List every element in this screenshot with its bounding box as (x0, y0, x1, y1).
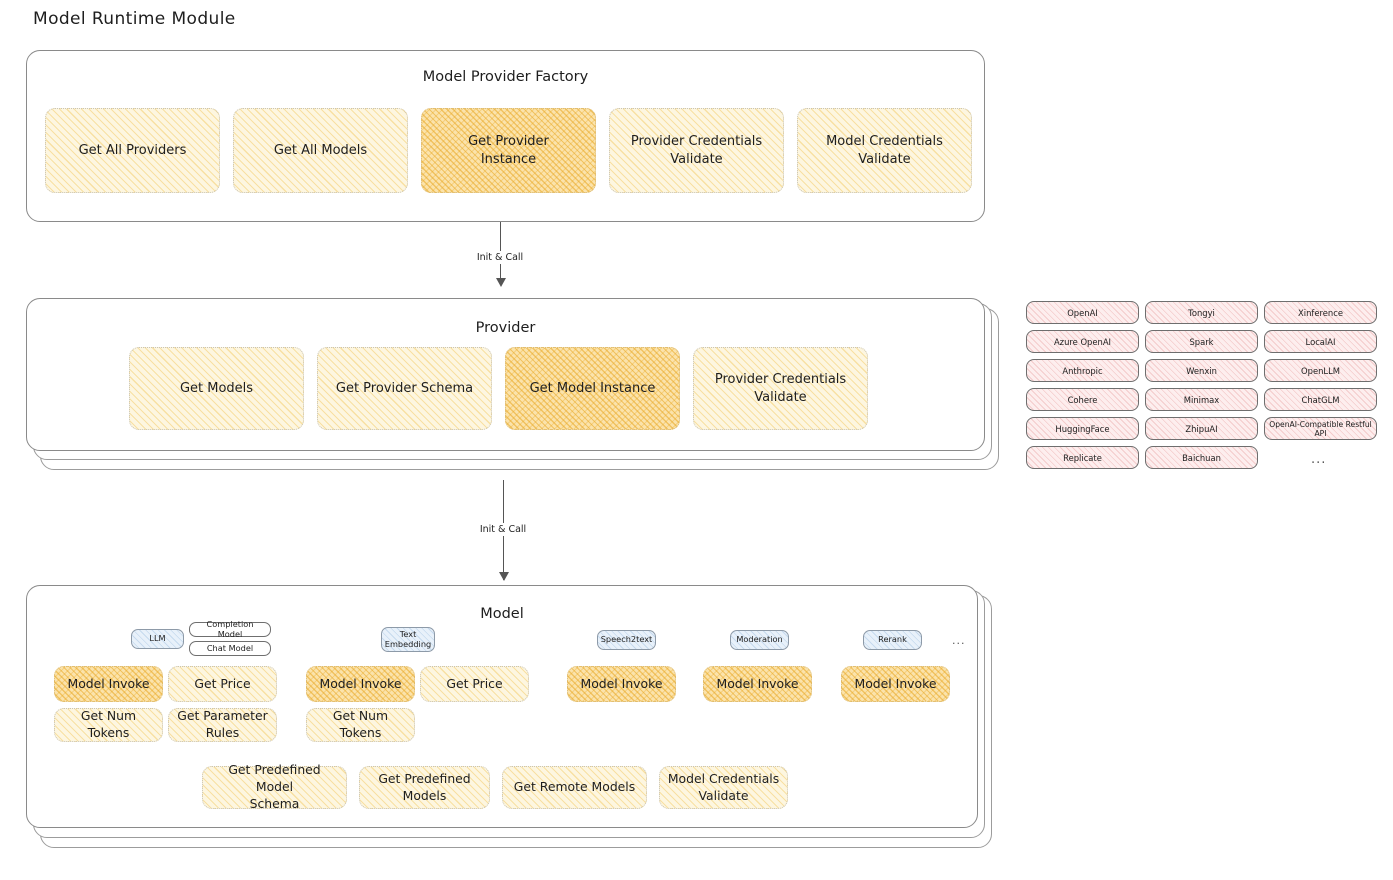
node-moderation-model-invoke[interactable]: Model Invoke (703, 666, 812, 702)
chip-replicate[interactable]: Replicate (1026, 446, 1139, 469)
badge-rerank[interactable]: Rerank (863, 630, 922, 650)
badge-llm[interactable]: LLM (131, 629, 184, 649)
arrow-factory-to-provider-head (495, 278, 506, 287)
chip-localai[interactable]: LocalAI (1264, 330, 1377, 353)
node-speech2text-model-invoke[interactable]: Model Invoke (567, 666, 676, 702)
chip-azure-openai[interactable]: Azure OpenAI (1026, 330, 1139, 353)
badge-chat-model[interactable]: Chat Model (189, 641, 271, 656)
node-get-remote-models[interactable]: Get Remote Models (502, 766, 647, 809)
badge-completion-model[interactable]: Completion Model (189, 619, 271, 638)
model-group: Model LLM Completion Model Chat Model Mo… (26, 585, 978, 828)
provider-list-ellipsis: ... (1311, 452, 1327, 467)
node-get-models[interactable]: Get Models (129, 347, 304, 430)
model-provider-factory-title: Model Provider Factory (422, 69, 589, 85)
node-llm-model-invoke[interactable]: Model Invoke (54, 666, 163, 702)
node-model-credentials-validate-2[interactable]: Model Credentials Validate (659, 766, 788, 809)
arrow-provider-to-model-head (498, 572, 509, 581)
provider-title: Provider (475, 320, 536, 336)
chip-minimax[interactable]: Minimax (1145, 388, 1258, 411)
node-llm-get-price[interactable]: Get Price (168, 666, 277, 702)
chip-huggingface[interactable]: HuggingFace (1026, 417, 1139, 440)
page-title: Model Runtime Module (33, 9, 236, 29)
badge-speech2text[interactable]: Speech2text (597, 630, 656, 650)
arrow-label-init-call-1: Init & Call (472, 251, 528, 264)
chip-spark[interactable]: Spark (1145, 330, 1258, 353)
node-text-embedding-get-num-tokens[interactable]: Get Num Tokens (306, 708, 415, 742)
chip-openai-compatible-restful-api[interactable]: OpenAI-Compatible Restful API (1264, 417, 1377, 440)
node-get-all-models[interactable]: Get All Models (233, 108, 408, 193)
node-get-predefined-model-schema[interactable]: Get Predefined Model Schema (202, 762, 347, 811)
node-get-predefined-models[interactable]: Get Predefined Models (359, 766, 490, 809)
node-provider-credentials-validate[interactable]: Provider Credentials Validate (609, 108, 784, 193)
model-title: Model (480, 606, 524, 622)
node-rerank-model-invoke[interactable]: Model Invoke (841, 666, 950, 702)
node-llm-get-num-tokens[interactable]: Get Num Tokens (54, 708, 163, 742)
chip-wenxin[interactable]: Wenxin (1145, 359, 1258, 382)
node-text-embedding-get-price[interactable]: Get Price (420, 666, 529, 702)
node-get-all-providers[interactable]: Get All Providers (45, 108, 220, 193)
node-get-provider-schema[interactable]: Get Provider Schema (317, 347, 492, 430)
badge-text-embedding[interactable]: Text Embedding (381, 627, 435, 652)
chip-cohere[interactable]: Cohere (1026, 388, 1139, 411)
chip-openai[interactable]: OpenAI (1026, 301, 1139, 324)
model-provider-factory-group: Model Provider Factory Get All Providers… (26, 50, 985, 222)
node-get-provider-instance[interactable]: Get Provider Instance (421, 108, 596, 193)
provider-group: Provider Get Models Get Provider Schema … (26, 298, 985, 451)
badge-moderation[interactable]: Moderation (730, 630, 789, 650)
node-model-credentials-validate[interactable]: Model Credentials Validate (797, 108, 972, 193)
model-types-ellipsis: ... (952, 634, 966, 647)
node-get-model-instance[interactable]: Get Model Instance (505, 347, 680, 430)
node-text-embedding-model-invoke[interactable]: Model Invoke (306, 666, 415, 702)
chip-baichuan[interactable]: Baichuan (1145, 446, 1258, 469)
arrow-label-init-call-2: Init & Call (475, 523, 531, 536)
chip-xinference[interactable]: Xinference (1264, 301, 1377, 324)
chip-chatglm[interactable]: ChatGLM (1264, 388, 1377, 411)
node-provider-credentials-validate-2[interactable]: Provider Credentials Validate (693, 347, 868, 430)
chip-anthropic[interactable]: Anthropic (1026, 359, 1139, 382)
chip-zhipuai[interactable]: ZhipuAI (1145, 417, 1258, 440)
chip-openllm[interactable]: OpenLLM (1264, 359, 1377, 382)
chip-tongyi[interactable]: Tongyi (1145, 301, 1258, 324)
node-llm-get-parameter-rules[interactable]: Get Parameter Rules (168, 708, 277, 742)
